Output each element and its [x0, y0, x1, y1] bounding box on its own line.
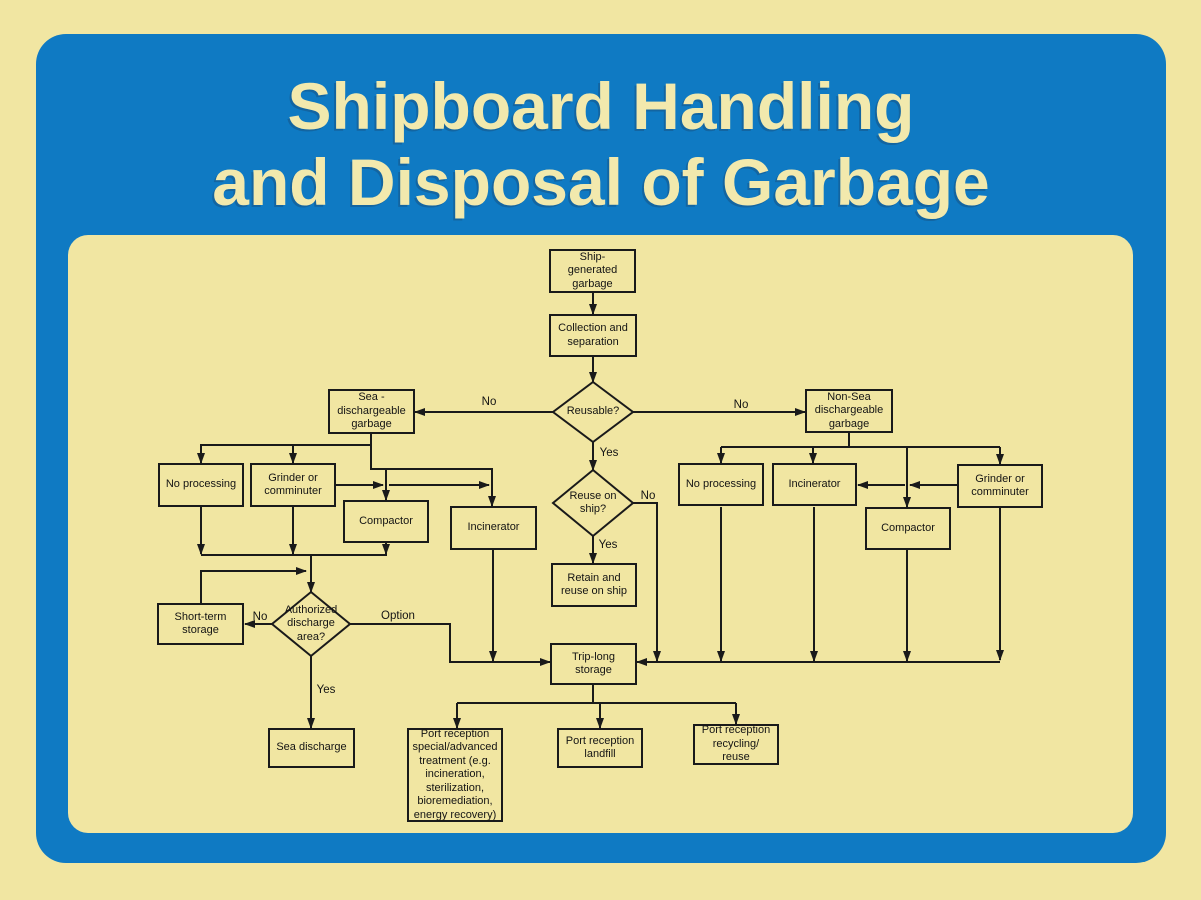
sign-title: Shipboard Handling and Disposal of Garba…: [36, 68, 1166, 220]
node-incinerator-right: Incinerator: [772, 463, 857, 506]
node-retain-and-reuse-on-ship: Retain and reuse on ship: [551, 563, 637, 607]
node-no-processing-right: No processing: [678, 463, 764, 506]
node-port-reception-recycling-reuse: Port reception recycling/ reuse: [693, 724, 779, 765]
edge-label-option-authorized: Option: [381, 610, 415, 622]
sign-title-line2: and Disposal of Garbage: [212, 145, 990, 219]
edge-label-yes-authorized: Yes: [316, 684, 336, 696]
decision-label-reuse-on-ship: Reuse on ship?: [569, 489, 617, 515]
edge-label-no-to-sea: No: [481, 396, 497, 408]
edge-label-no-authorized: No: [252, 611, 268, 623]
node-grinder-or-comminuter-left: Grinder or comminuter: [250, 463, 336, 507]
node-compactor-right: Compactor: [865, 507, 951, 550]
node-trip-long-storage: Trip-long storage: [550, 643, 637, 685]
edge-label-no-to-non-sea: No: [733, 399, 749, 411]
node-incinerator-left: Incinerator: [450, 506, 537, 550]
decision-label-reusable: Reusable?: [566, 405, 620, 418]
node-non-sea-dischargeable-garbage: Non-Sea dischargeable garbage: [805, 389, 893, 433]
sign-title-line1: Shipboard Handling: [287, 69, 915, 143]
node-short-term-storage: Short-term storage: [157, 603, 244, 645]
node-port-reception-landfill: Port reception landfill: [557, 728, 643, 768]
edge-label-yes-reusable: Yes: [599, 447, 619, 459]
node-collection-and-separation: Collection and separation: [549, 314, 637, 357]
decision-label-authorized-discharge-area: Authorized discharge area?: [284, 603, 338, 643]
node-port-reception-special-treatment: Port reception special/advanced treatmen…: [407, 728, 503, 822]
node-compactor-left: Compactor: [343, 500, 429, 543]
node-sea-dischargeable-garbage: Sea - dischargeable garbage: [328, 389, 415, 434]
node-sea-discharge: Sea discharge: [268, 728, 355, 768]
edge-label-no-reuse-on-ship: No: [640, 490, 656, 502]
node-ship-generated-garbage: Ship- generated garbage: [549, 249, 636, 293]
edge-label-yes-reuse-on-ship: Yes: [598, 539, 618, 551]
node-no-processing-left: No processing: [158, 463, 244, 507]
node-grinder-or-comminuter-right: Grinder or comminuter: [957, 464, 1043, 508]
